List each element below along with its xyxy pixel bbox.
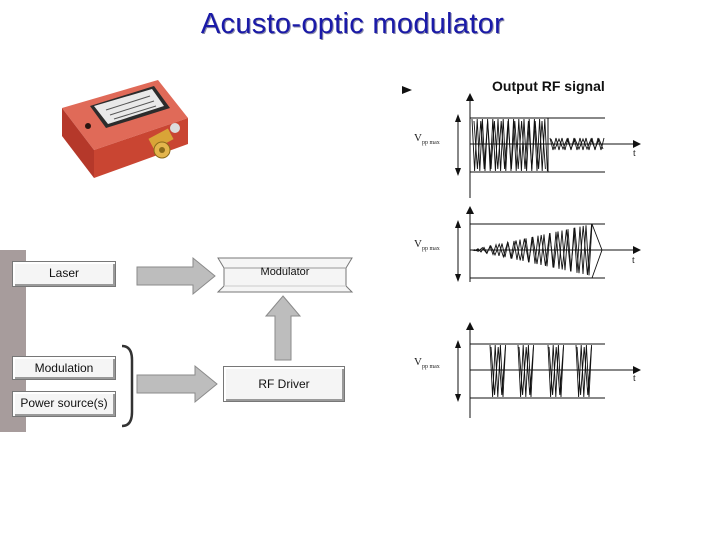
time-label-3: t — [633, 373, 636, 384]
waveform-trace — [576, 346, 592, 396]
waveform-trace — [473, 224, 593, 276]
laser-box: Laser — [12, 261, 116, 287]
page-title: Acusto-optic modulator — [200, 8, 505, 40]
waveform-trace — [547, 344, 565, 398]
driver-to-modulator-arrow — [264, 295, 302, 361]
waveform-trace — [517, 344, 535, 398]
laser-to-modulator-arrow — [136, 256, 216, 296]
pointer-arrow-icon — [402, 86, 412, 94]
rf-driver-box: RF Driver — [223, 366, 345, 402]
modulation-to-driver-arrow — [136, 364, 218, 404]
waveform-trace — [548, 346, 564, 396]
waveform-trace — [489, 344, 507, 398]
waveform-trace — [490, 346, 506, 396]
rf-driver-label: RF Driver — [258, 377, 310, 391]
waveform-panel-3 — [455, 322, 641, 418]
vpp-label-3: Vpp max — [414, 356, 440, 371]
waveform-trace — [518, 346, 534, 396]
waveform-panel-1 — [455, 93, 641, 198]
laser-label: Laser — [48, 266, 80, 280]
waveform-trace — [473, 120, 546, 170]
power-source-label: Power source(s) — [20, 396, 108, 410]
modulation-box: Modulation — [12, 356, 116, 380]
aom-device-photo — [62, 80, 188, 178]
vpp-label-2: Vpp max — [414, 238, 440, 253]
waveform-panel-2 — [455, 206, 641, 282]
modulator-label: Modulator — [260, 266, 310, 278]
waveform-trace — [550, 137, 604, 151]
waveform-trace — [575, 344, 593, 398]
modulator-box — [216, 257, 354, 293]
waveform-trace — [591, 223, 603, 279]
time-label-1: t — [633, 148, 636, 159]
power-source-box: Power source(s) — [12, 391, 116, 417]
grouping-brace — [121, 344, 134, 428]
modulation-label: Modulation — [34, 361, 94, 375]
vpp-label-1: Vpp max — [414, 132, 440, 147]
waveforms-heading: Output RF signal — [492, 78, 605, 94]
time-label-2: t — [632, 255, 635, 266]
